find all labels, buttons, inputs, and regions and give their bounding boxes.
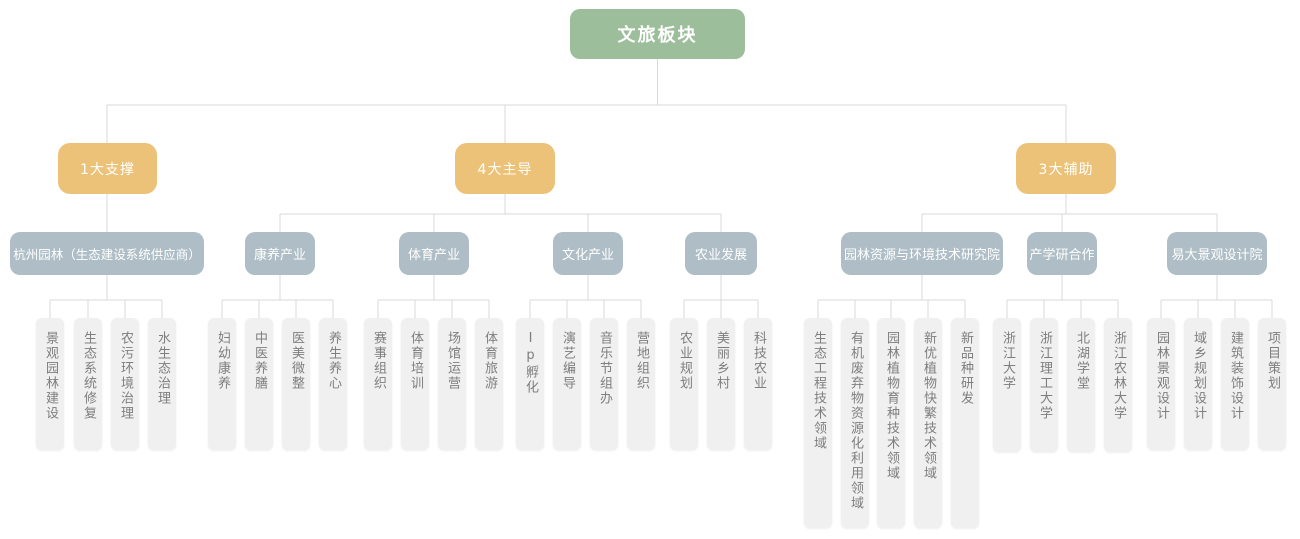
leaf-connectors xyxy=(49,275,1273,318)
leaf-node: 浙江农林大学 xyxy=(1104,318,1132,452)
branch-node-support: 1大支撑 xyxy=(58,143,157,194)
leaf-node: 营地组织 xyxy=(627,318,655,450)
leaf-node: 建筑装饰设计 xyxy=(1221,318,1249,450)
group-node-hangzhou-yuanlin: 杭州园林（生态建设系统供应商） xyxy=(10,232,204,275)
group-node-yanjiuyuan: 园林资源与环境技术研究院 xyxy=(841,232,1003,275)
group-node-wenhua: 文化产业 xyxy=(553,232,623,275)
leaf-node: 园林植物育种技术领域 xyxy=(877,318,905,528)
leaf-node: 演艺编导 xyxy=(553,318,581,450)
group-node-kangyang: 康养产业 xyxy=(245,232,315,275)
leaf-node: Ip孵化 xyxy=(516,318,544,450)
leaf-node: 园林景观设计 xyxy=(1147,318,1175,450)
leaf-node: 生态工程技术领域 xyxy=(804,318,832,528)
branch-connectors xyxy=(106,194,1218,232)
leaf-node: 音乐节组办 xyxy=(590,318,618,450)
branch-node-lead: 4大主导 xyxy=(455,143,555,194)
leaf-node: 水生态治理 xyxy=(148,318,176,450)
leaf-node: 新品种研发 xyxy=(951,318,979,528)
group-node-chanxueyan: 产学研合作 xyxy=(1027,232,1097,275)
leaf-node: 医美微整 xyxy=(282,318,310,450)
leaf-node: 体育培训 xyxy=(401,318,429,450)
leaf-node: 浙江理工大学 xyxy=(1030,318,1058,452)
root-node: 文旅板块 xyxy=(570,9,745,59)
leaf-node: 体育旅游 xyxy=(475,318,503,450)
leaf-node: 赛事组织 xyxy=(364,318,392,450)
leaf-node: 妇幼康养 xyxy=(208,318,236,450)
leaf-node: 北湖学堂 xyxy=(1067,318,1095,452)
leaf-node: 中医养膳 xyxy=(245,318,273,450)
leaf-node: 科技农业 xyxy=(744,318,772,450)
leaf-node: 域乡规划设计 xyxy=(1184,318,1212,450)
leaf-node: 美丽乡村 xyxy=(707,318,735,450)
leaf-node: 场馆运营 xyxy=(438,318,466,450)
leaf-node: 景观园林建设 xyxy=(36,318,64,450)
leaf-node: 新优植物快繁技术领域 xyxy=(914,318,942,528)
leaf-node: 养生养心 xyxy=(319,318,347,450)
leaf-node: 农污环境治理 xyxy=(111,318,139,450)
leaf-node: 有机废弃物资源化利用领域 xyxy=(841,318,869,528)
leaf-node: 项目策划 xyxy=(1258,318,1286,450)
root-connectors xyxy=(106,59,1067,143)
leaf-node: 浙江大学 xyxy=(993,318,1021,452)
group-node-tiyu: 体育产业 xyxy=(399,232,469,275)
branch-node-assist: 3大辅助 xyxy=(1016,143,1116,194)
group-node-nongye: 农业发展 xyxy=(685,232,757,275)
leaf-node: 生态系统修复 xyxy=(74,318,102,450)
leaf-node: 农业规划 xyxy=(670,318,698,450)
group-node-yida: 易大景观设计院 xyxy=(1167,232,1267,275)
